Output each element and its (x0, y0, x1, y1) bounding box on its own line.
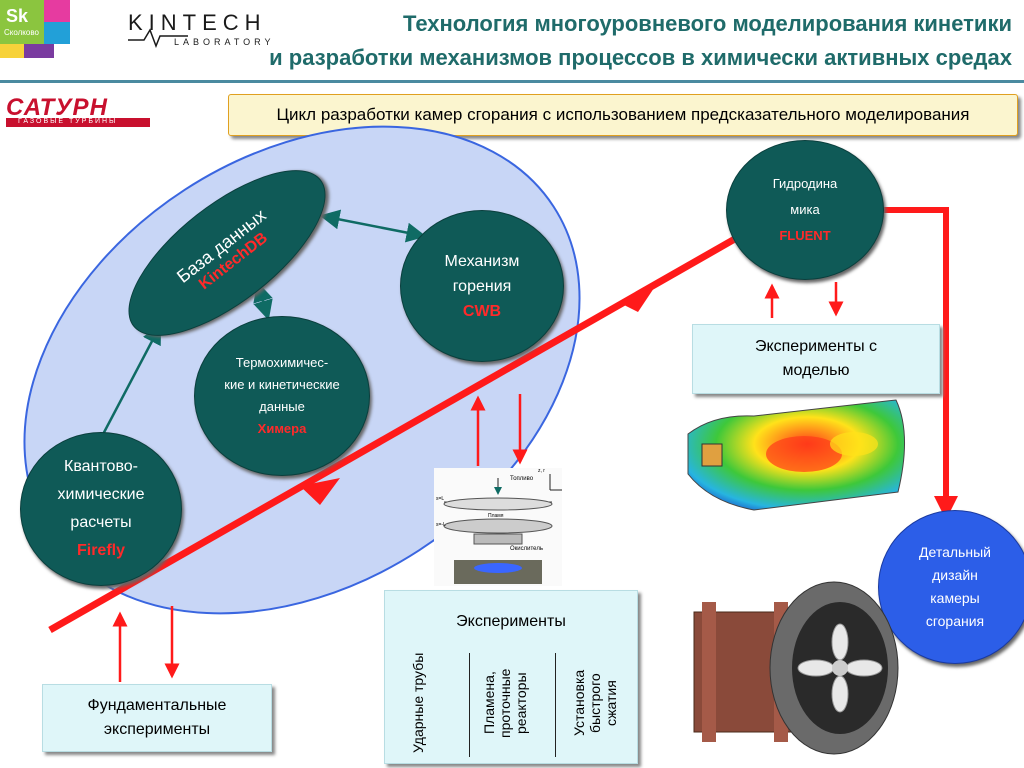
burner-label-fuel: Топливо (510, 476, 534, 482)
box-fundamental: Фундаментальные эксперименты (42, 684, 272, 752)
page-title-line2: и разработки механизмов процессов в хими… (269, 45, 1012, 70)
node-hydro-red: FLUENT (779, 228, 831, 243)
node-hydro: Гидродина мика FLUENT (726, 140, 884, 280)
saturn-logo-name: САТУРН (6, 94, 108, 121)
exp-column-rcm: Установка быстрого сжатия (570, 669, 619, 737)
exp-column-flames: Пламена, проточные реакторы (480, 668, 529, 738)
combustion-chamber-image (693, 581, 899, 755)
node-thermo-red: Химера (257, 421, 307, 436)
header-divider (0, 80, 1024, 83)
burner-label-flame: Пламя (488, 513, 504, 519)
page-title-line1: Технология многоуровневого моделирования… (403, 11, 1012, 36)
design-arrow-head (934, 496, 958, 520)
box-fundamental-line1: Фундаментальные (87, 697, 227, 714)
node-design-line3: камеры (930, 590, 980, 606)
node-mechanism-line1: Механизм (444, 252, 520, 270)
kintech-logo-sub: LABORATORY (174, 37, 275, 47)
node-thermo-line3: данные (259, 399, 305, 414)
design-path-arrow (878, 207, 949, 500)
box-exp-model-line2: моделью (782, 362, 850, 379)
node-quantum-red: Firefly (76, 542, 125, 559)
main-arrow-head-2 (620, 282, 658, 312)
node-quantum-line2: химические (57, 486, 145, 503)
burner-label-oxidizer: Окислитель (510, 546, 543, 552)
saturn-logo: САТУРН ГАЗОВЫЕ ТУРБИНЫ (2, 94, 152, 127)
node-thermo-line2: кие и кинетические (224, 377, 340, 392)
node-hydro-line1: Гидродина (772, 176, 838, 191)
node-design-line2: дизайн (932, 567, 978, 583)
burner-schematic (443, 474, 562, 584)
node-mechanism-line2: горения (452, 277, 512, 295)
saturn-logo-sub: ГАЗОВЫЕ ТУРБИНЫ (18, 118, 118, 125)
node-quantum-line3: расчеты (70, 514, 132, 531)
sk-logo-mark: Sk (6, 6, 29, 26)
burner-label-s2: s=-L (436, 522, 446, 528)
kintech-logo: KINTECH LABORATORY (128, 10, 278, 50)
node-mechanism-red: CWB (462, 302, 502, 320)
cfd-simulation-image (687, 399, 905, 511)
exp-column-shock-tubes: Ударные трубы (410, 652, 426, 754)
node-design: Детальный дизайн камеры сгорания (878, 510, 1024, 664)
node-quantum-line1: Квантово- (64, 458, 138, 475)
node-quantum: Квантово- химические расчеты Firefly (20, 432, 182, 586)
node-hydro-line2: мика (790, 202, 820, 217)
node-thermo-line1: Термохимичес- (235, 355, 329, 370)
burner-schematic-image: Топливо z, r s=L s=-L Пламя Окислитель (434, 468, 562, 586)
box-exp-model-line1: Эксперименты с (754, 338, 878, 355)
node-design-line1: Детальный (919, 544, 991, 560)
box-exp-model: Эксперименты с моделью (692, 324, 940, 394)
box-experiments-title: Эксперименты (456, 613, 566, 630)
node-mechanism: Механизм горения CWB (400, 210, 564, 362)
box-experiments: Эксперименты Ударные трубы Пламена, прот… (384, 590, 638, 764)
box-fundamental-line2: эксперименты (103, 721, 211, 738)
node-design-line4: сгорания (925, 613, 985, 629)
burner-label-axes: z, r (538, 468, 545, 474)
sk-logo: Sk Сколково (0, 0, 70, 58)
node-thermo: Термохимичес- кие и кинетические данные … (194, 316, 370, 476)
connector-database-mechanism (319, 209, 427, 243)
connector-quantum-database (98, 323, 162, 441)
sk-logo-caption: Сколково (4, 28, 39, 37)
kintech-pulse-icon (128, 28, 188, 48)
burner-label-s1: s=L (436, 496, 445, 502)
main-arrow-head-1 (300, 478, 340, 505)
